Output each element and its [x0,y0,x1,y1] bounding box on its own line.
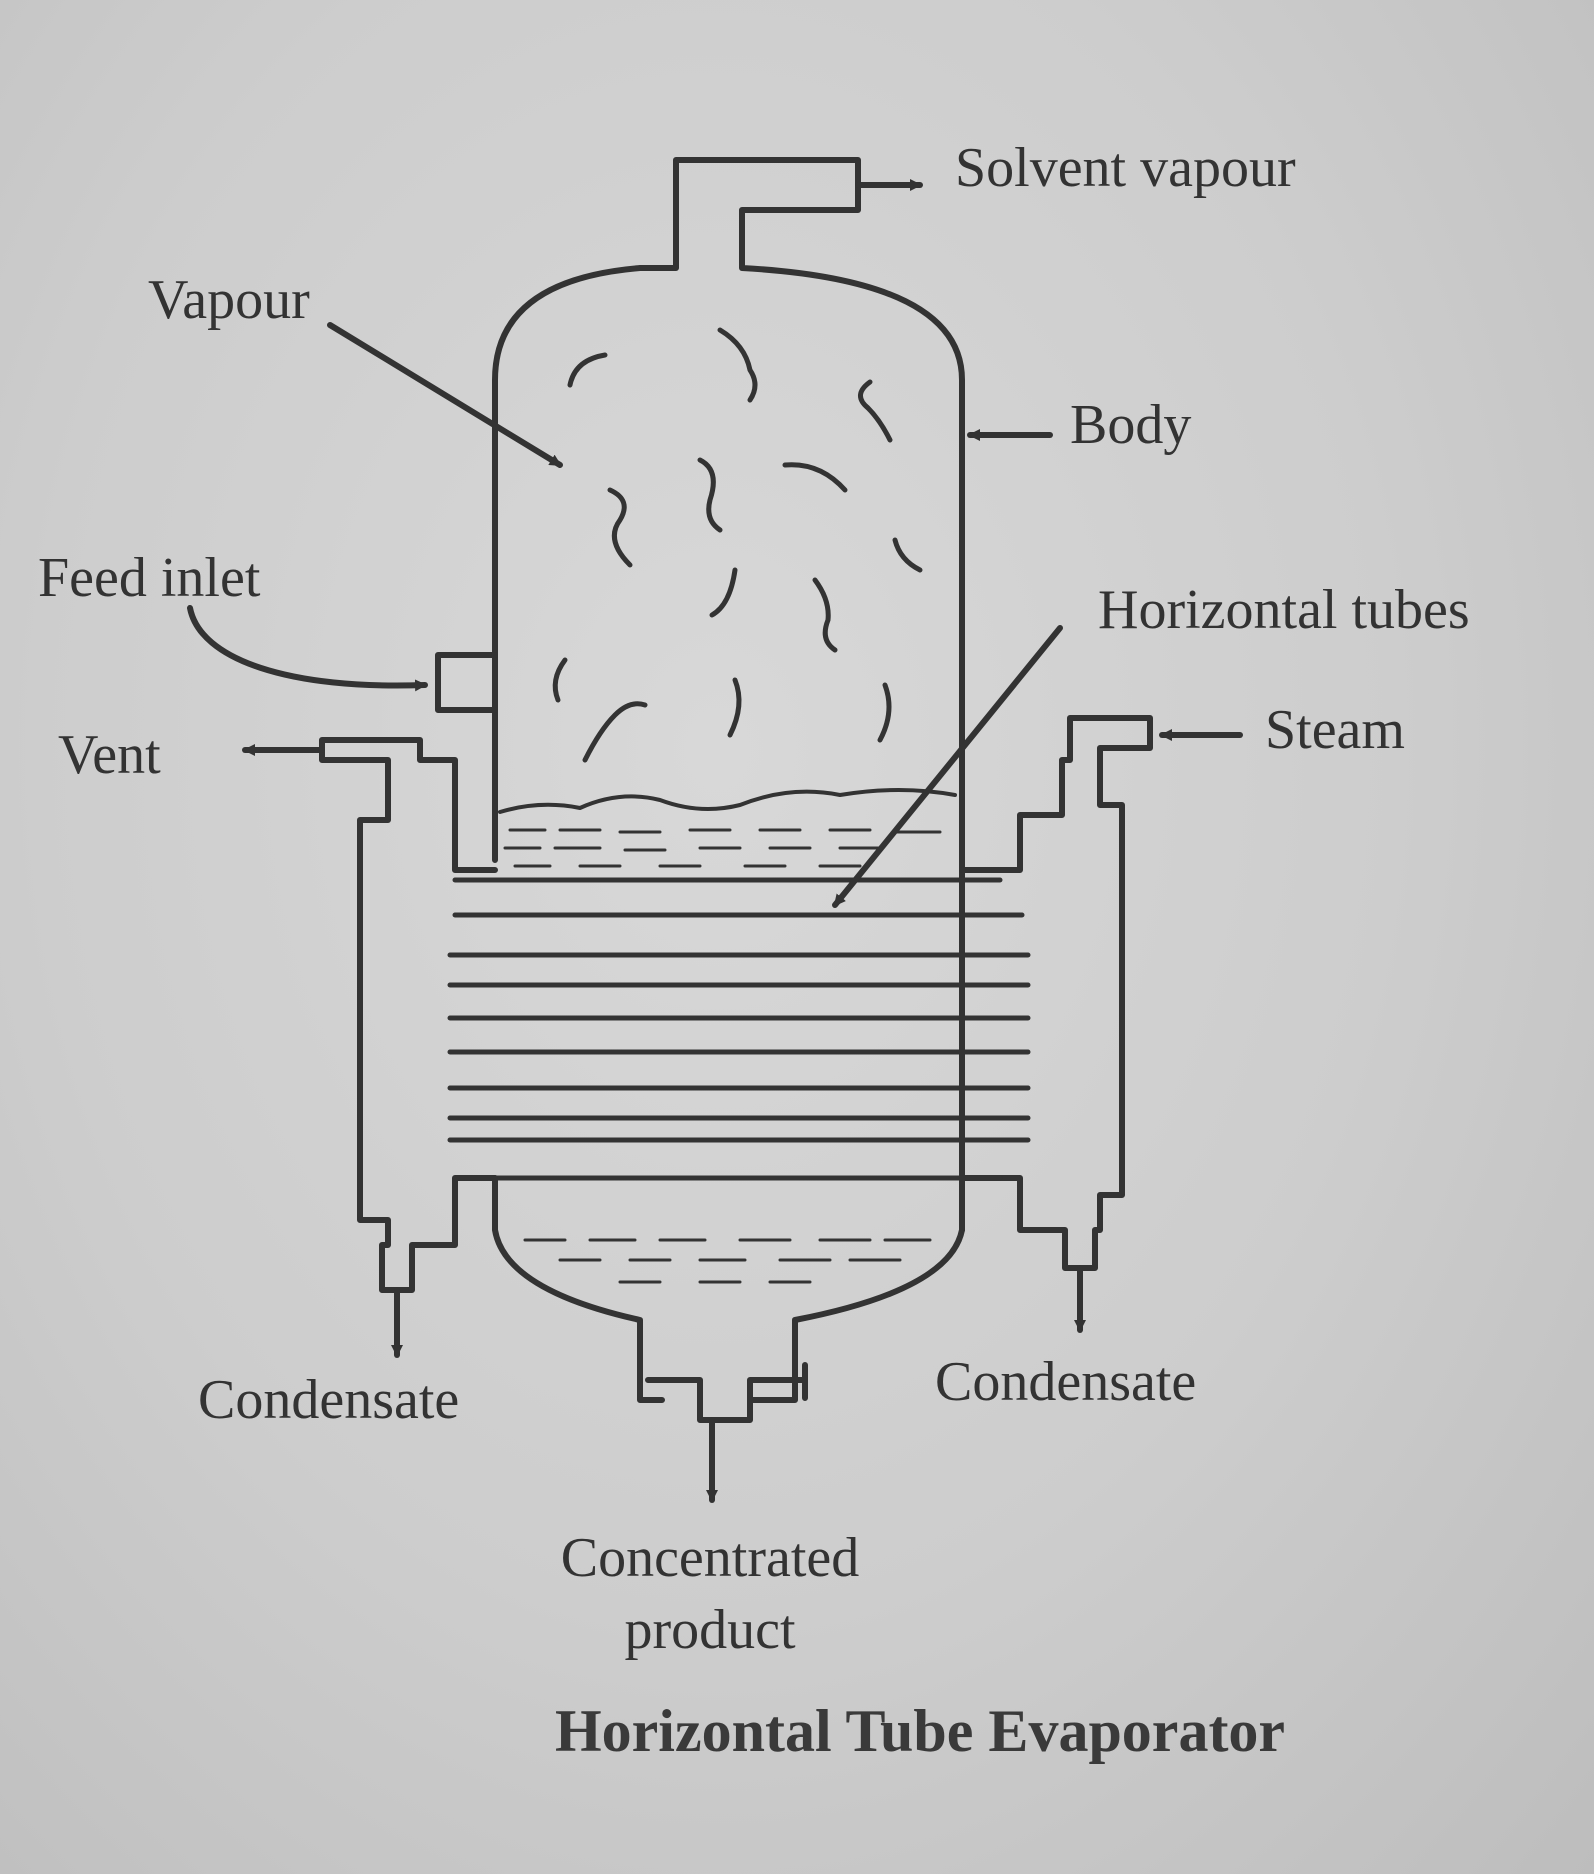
label-horizontal-tubes: Horizontal tubes [1098,579,1470,641]
label-feed-inlet: Feed inlet [38,547,261,609]
label-vent: Vent [58,724,161,786]
label-steam: Steam [1265,699,1405,761]
bottom-dashes [523,1238,932,1284]
vapour-squiggles [552,327,923,763]
feed-inlet-nozzle [435,652,498,713]
left-chest [319,737,498,1293]
label-body: Body [1070,394,1192,456]
feed-inlet-arrow [187,605,428,692]
outlet-valve [645,1362,808,1423]
label-concentrated-product-line2: product [624,1599,796,1661]
horizontal-tubes-leader [832,625,1063,908]
label-solvent-vapour: Solvent vapour [955,137,1296,199]
liquid-dashes [503,828,942,868]
figure-caption: Horizontal Tube Evaporator [555,1698,1286,1764]
label-concentrated-product-line1: Concentrated [560,1527,860,1589]
label-condensate-right: Condensate [935,1351,1197,1413]
right-chest [959,715,1153,1271]
bottom-dish [492,1175,965,1403]
label-condensate-left: Condensate [198,1369,460,1431]
label-vapour: Vapour [148,269,310,331]
horizontal-tubes [447,877,1031,1181]
vessel-body [492,157,965,1181]
liquid-surface [498,788,957,814]
vapour-leader [327,322,563,468]
